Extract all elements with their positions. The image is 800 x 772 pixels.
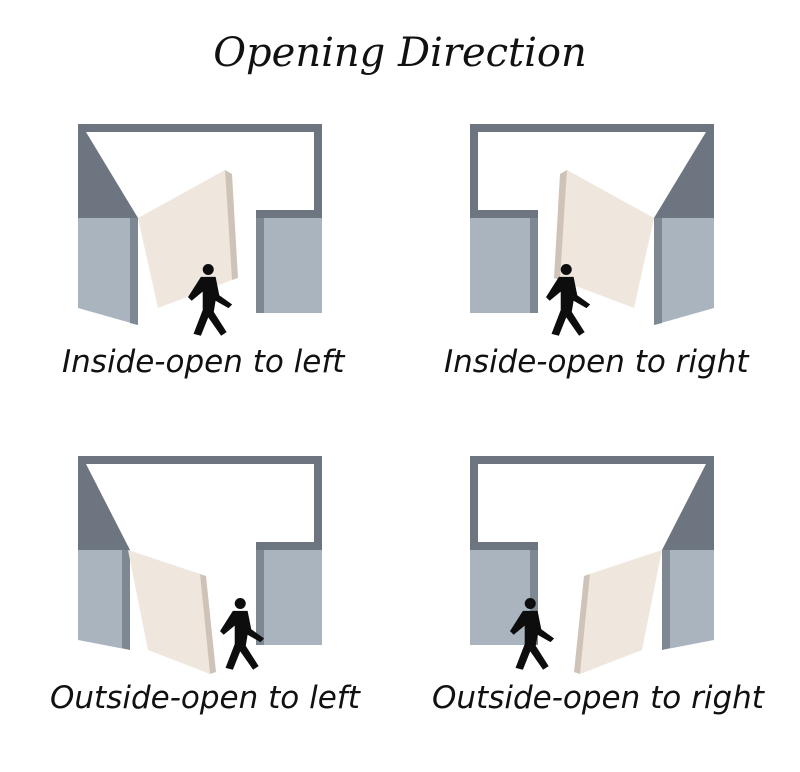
page-title: Opening Direction xyxy=(213,30,587,76)
left-wall-front xyxy=(470,218,538,313)
door-edge xyxy=(225,170,238,280)
right-wall-front xyxy=(256,550,322,645)
walking-person-icon xyxy=(510,598,555,670)
panel-caption: Outside-open to right xyxy=(432,680,764,716)
left-wall-edge xyxy=(130,218,138,325)
panel-caption: Inside-open to right xyxy=(444,344,749,380)
right-wall-edge xyxy=(256,218,264,313)
right-wall-side xyxy=(662,456,714,550)
right-wall-front xyxy=(654,218,714,325)
left-wall-side xyxy=(78,124,138,218)
door-diagram-outside-right xyxy=(470,456,714,674)
door-panel xyxy=(128,550,210,674)
right-wall-edge xyxy=(662,550,670,650)
left-wall-front xyxy=(78,218,138,325)
panel-caption: Inside-open to left xyxy=(62,344,345,380)
door-panel xyxy=(580,550,662,674)
right-wall-edge xyxy=(654,218,662,325)
walking-person-icon xyxy=(188,264,233,336)
left-wall-edge xyxy=(530,218,538,313)
door-edge xyxy=(200,574,216,674)
right-wall-front xyxy=(662,550,714,650)
right-wall-front xyxy=(256,218,322,313)
right-wall-side xyxy=(654,124,714,218)
door-panel xyxy=(560,170,654,308)
door-diagram-outside-left xyxy=(78,456,322,674)
left-wall-front xyxy=(78,550,130,650)
left-wall-edge xyxy=(122,550,130,650)
door-edge xyxy=(554,170,567,280)
panel-caption: Outside-open to left xyxy=(50,680,360,716)
door-panel xyxy=(138,170,232,308)
walking-person-icon xyxy=(546,264,591,336)
door-edge xyxy=(574,574,590,674)
walking-person-icon xyxy=(220,598,265,670)
door-diagram-inside-left xyxy=(78,124,322,336)
right-wall-edge xyxy=(256,550,264,645)
left-wall-side xyxy=(78,456,130,550)
door-diagram-inside-right xyxy=(470,124,714,336)
